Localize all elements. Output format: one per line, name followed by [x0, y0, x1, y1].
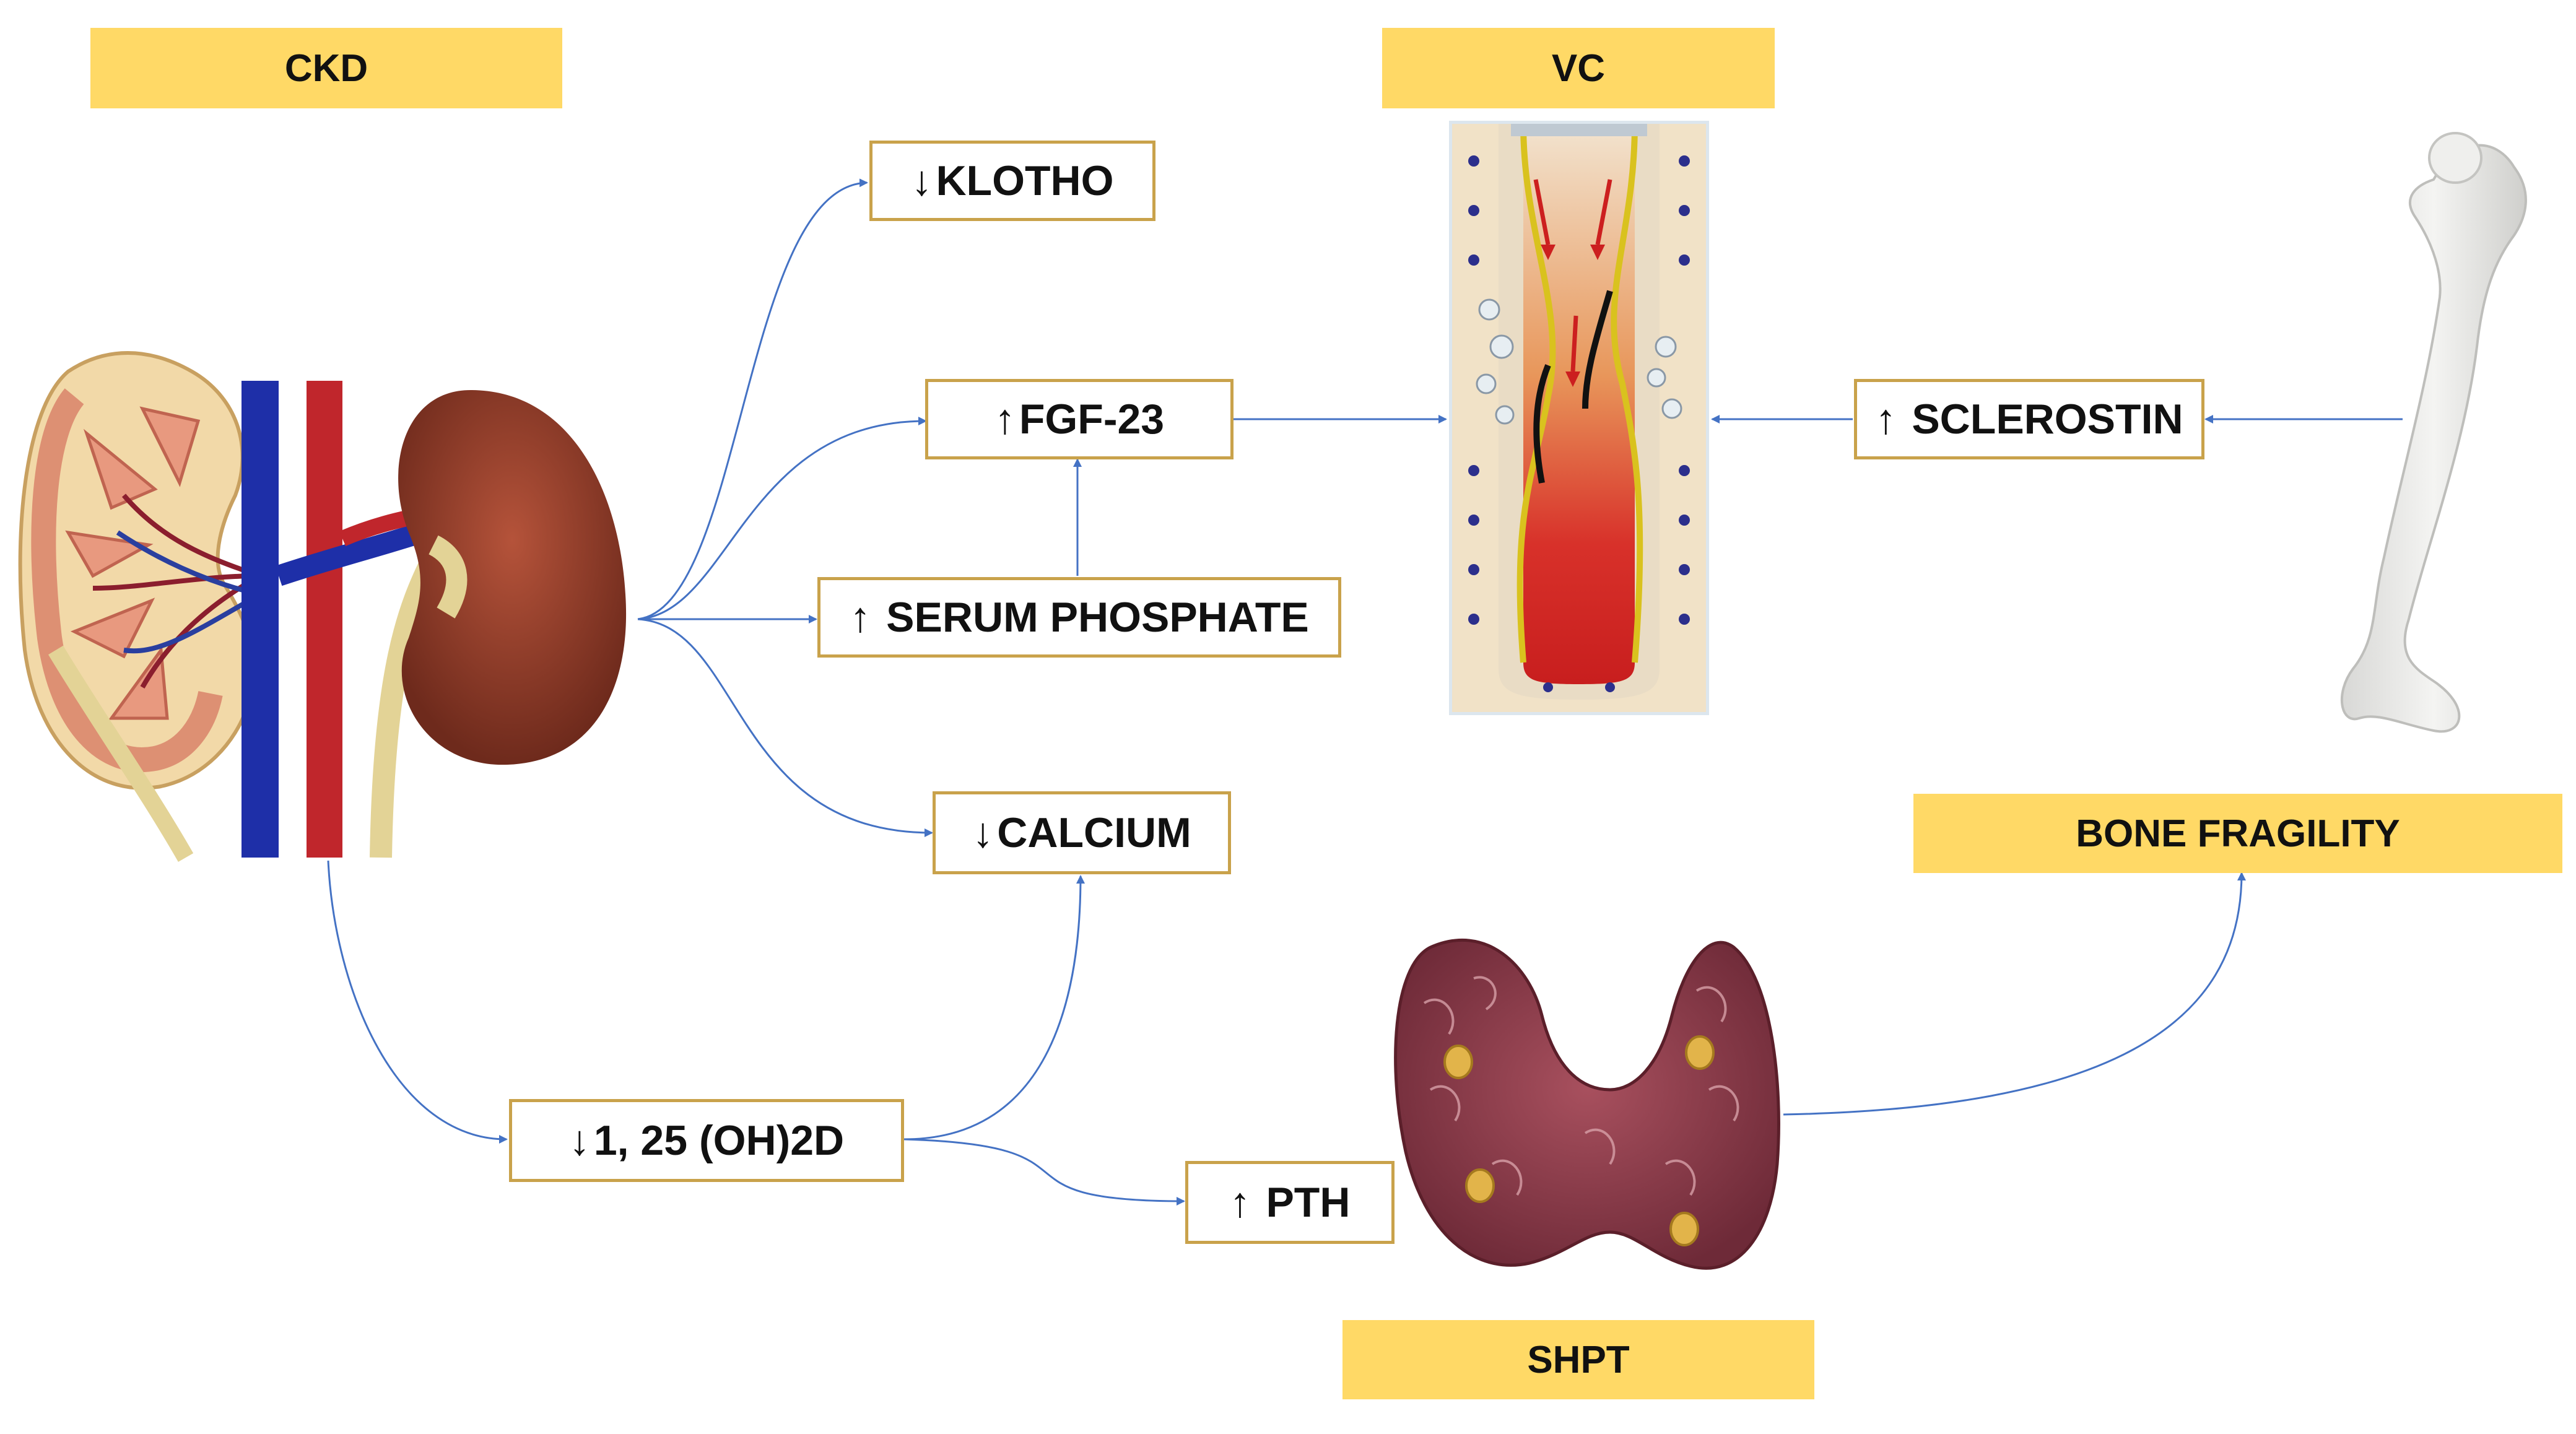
node-fgf23: ↑ FGF-23	[925, 379, 1234, 459]
down-arrow-icon: ↓	[568, 1117, 590, 1164]
node-serum-phosphate-label: SERUM PHOSPHATE	[874, 594, 1309, 641]
down-arrow-icon: ↓	[911, 157, 933, 204]
node-pth: ↑ PTH	[1185, 1161, 1395, 1244]
vc-header: VC	[1382, 28, 1775, 108]
node-sclerostin-label: SCLEROSTIN	[1900, 396, 2183, 443]
kidney-illustration	[18, 351, 627, 862]
connectors	[327, 178, 2403, 1206]
bone-fragility-header: BONE FRAGILITY	[1913, 794, 2562, 873]
femur-bone-illustration	[2340, 132, 2527, 733]
node-klotho-label: KLOTHO	[936, 157, 1114, 204]
up-arrow-icon: ↑	[850, 594, 871, 641]
vc-header-label: VC	[1551, 46, 1606, 90]
up-arrow-icon: ↑	[994, 396, 1016, 443]
node-fgf23-label: FGF-23	[1019, 396, 1165, 443]
node-pth-label: PTH	[1254, 1179, 1351, 1226]
connector-vitd-calcium	[903, 875, 1085, 1141]
bone-fragility-header-label: BONE FRAGILITY	[2076, 812, 2400, 855]
connector-shpt-bone	[1783, 872, 2246, 1116]
artery-calcification-illustration	[1449, 121, 1709, 715]
node-vitamin-d-label: 1, 25 (OH)2D	[593, 1117, 845, 1164]
node-calcium-label: CALCIUM	[997, 809, 1191, 856]
node-calcium: ↓ CALCIUM	[933, 791, 1231, 874]
node-vitamin-d: ↓ 1, 25 (OH)2D	[509, 1099, 904, 1182]
parathyroid-gland-illustration	[1394, 939, 1780, 1270]
connector-ckd-calcium	[637, 618, 933, 837]
up-arrow-icon: ↑	[1875, 396, 1897, 443]
down-arrow-icon: ↓	[972, 809, 994, 856]
ckd-header-label: CKD	[284, 46, 368, 90]
connector-ckd-klotho	[637, 178, 868, 620]
node-klotho: ↓ KLOTHO	[869, 141, 1155, 221]
ckd-header: CKD	[90, 28, 562, 108]
shpt-header-label: SHPT	[1527, 1338, 1630, 1381]
node-sclerostin: ↑ SCLEROSTIN	[1854, 379, 2204, 459]
connector-ckd-vitd	[327, 860, 508, 1144]
node-serum-phosphate: ↑ SERUM PHOSPHATE	[817, 577, 1341, 658]
connector-vitd-pth	[903, 1138, 1185, 1206]
up-arrow-icon: ↑	[1229, 1179, 1251, 1226]
shpt-header: SHPT	[1342, 1320, 1814, 1399]
connector-ckd-fgf23	[637, 417, 927, 620]
